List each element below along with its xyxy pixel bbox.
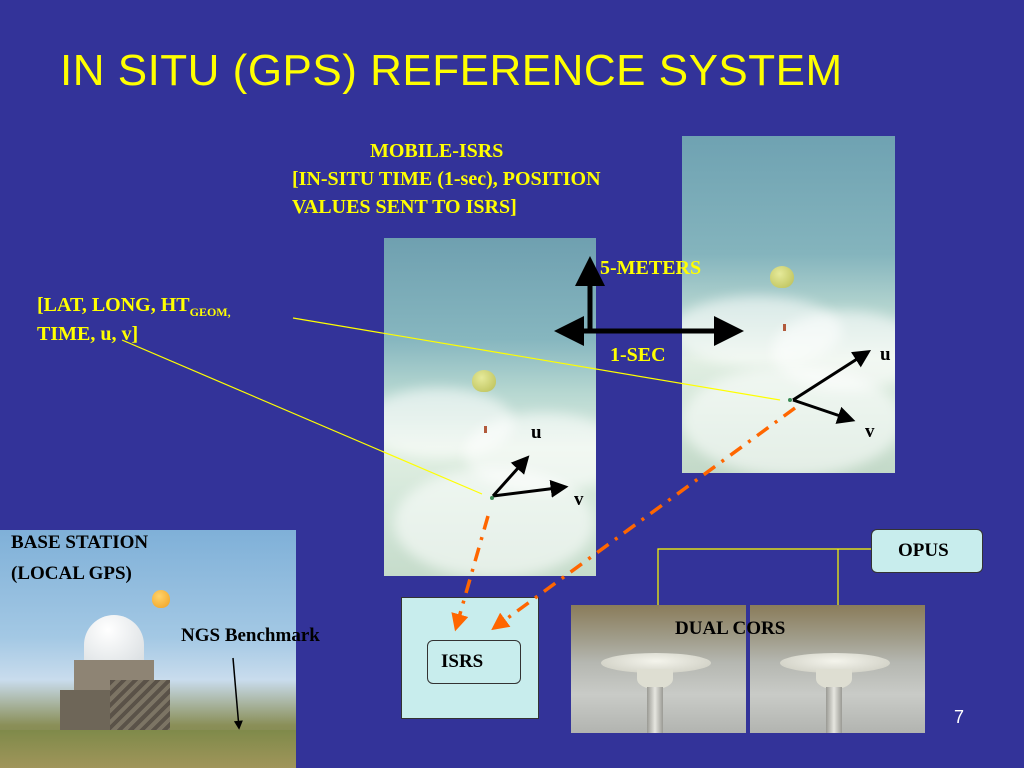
position-data-label-line2: TIME, u, v]: [37, 323, 139, 345]
v-vector-upper: [792, 398, 856, 424]
scale-meters-label: 5-METERS: [600, 257, 702, 279]
cors-antenna-photo-2: [750, 605, 925, 733]
leader-line-lower: [121, 339, 483, 495]
u-vector-lower: [491, 455, 530, 498]
u-vector-upper: [792, 350, 872, 402]
ngs-benchmark-label: NGS Benchmark: [181, 625, 320, 646]
scale-sec-label: 1-SEC: [610, 344, 666, 366]
base-station-label: BASE STATION: [11, 532, 149, 553]
opus-label: OPUS: [898, 540, 949, 561]
slide-title: IN SITU (GPS) REFERENCE SYSTEM: [60, 46, 843, 95]
isrs-label: ISRS: [441, 651, 484, 672]
cors-opus-connector-1: [657, 548, 871, 605]
v-vector-lower: [492, 479, 569, 498]
balloon-upper: [770, 266, 794, 288]
cors-antenna-photo-1: [571, 605, 746, 733]
v-axis-label-upper: v: [865, 421, 875, 442]
base-station-photo: [0, 530, 296, 768]
u-axis-label-upper: u: [880, 344, 891, 365]
data-link-lower-to-isrs: [451, 515, 490, 632]
mobile-isrs-line2: [IN-SITU TIME (1-sec), POSITION: [292, 168, 601, 190]
mobile-isrs-title: MOBILE-ISRS: [370, 140, 504, 162]
base-station-sublabel: (LOCAL GPS): [11, 563, 132, 584]
u-axis-label-lower: u: [531, 422, 542, 443]
balloon-photo-lower: [384, 238, 596, 576]
isrs-box: ISRS: [427, 640, 521, 684]
leader-line-upper: [292, 317, 781, 401]
opus-box: OPUS: [871, 529, 983, 573]
position-data-label: [LAT, LONG, HTGEOM,: [37, 294, 231, 319]
mobile-isrs-line3: VALUES SENT TO ISRS]: [292, 196, 517, 218]
data-link-upper-to-isrs: [491, 406, 797, 631]
balloon-photo-upper: [682, 136, 895, 473]
v-axis-label-lower: v: [574, 489, 584, 510]
benchmark-pointer: [232, 657, 243, 730]
dome: [84, 615, 144, 665]
dual-cors-label: DUAL CORS: [675, 618, 786, 639]
balloon-lower: [472, 370, 496, 392]
page-number: 7: [953, 707, 964, 727]
